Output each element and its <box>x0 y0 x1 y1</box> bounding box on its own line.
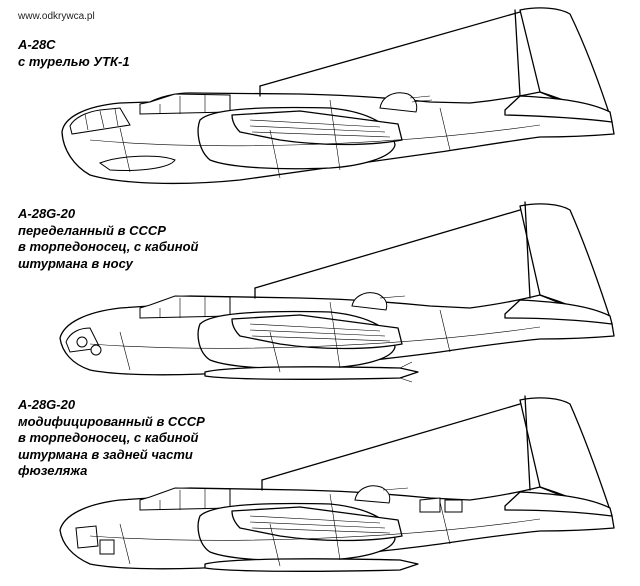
caption-line: модифицированный в СССР <box>18 413 205 429</box>
caption-line: переделанный в СССР <box>18 222 166 238</box>
caption-a28g20-nose: A-28G-20 переделанный в СССР в торпедоно… <box>18 206 198 272</box>
caption-line: штурмана в задней части <box>18 446 193 462</box>
caption-a28c: A-28C с турелью УТК-1 <box>18 37 130 70</box>
aircraft-drawing-a28g20-nose <box>59 201 615 383</box>
caption-line: в торпедоносец, с кабиной <box>18 239 199 254</box>
caption-line: в торпедоносец, с кабиной <box>18 430 199 445</box>
aircraft-drawing-a28g20-rear <box>59 395 615 572</box>
caption-title: A-28C <box>18 37 56 52</box>
aircraft-drawing-a28c <box>61 7 615 185</box>
watermark: www.odkrywca.pl <box>18 11 95 22</box>
caption-title: A-28G-20 <box>18 206 76 221</box>
caption-line: фюзеляжа <box>18 463 88 478</box>
caption-line: штурмана в носу <box>18 255 133 271</box>
caption-title: A-28G-20 <box>18 397 76 412</box>
caption-a28g20-rear: A-28G-20 модифицированный в СССР в торпе… <box>18 397 205 480</box>
caption-line: с турелью УТК-1 <box>18 53 130 69</box>
